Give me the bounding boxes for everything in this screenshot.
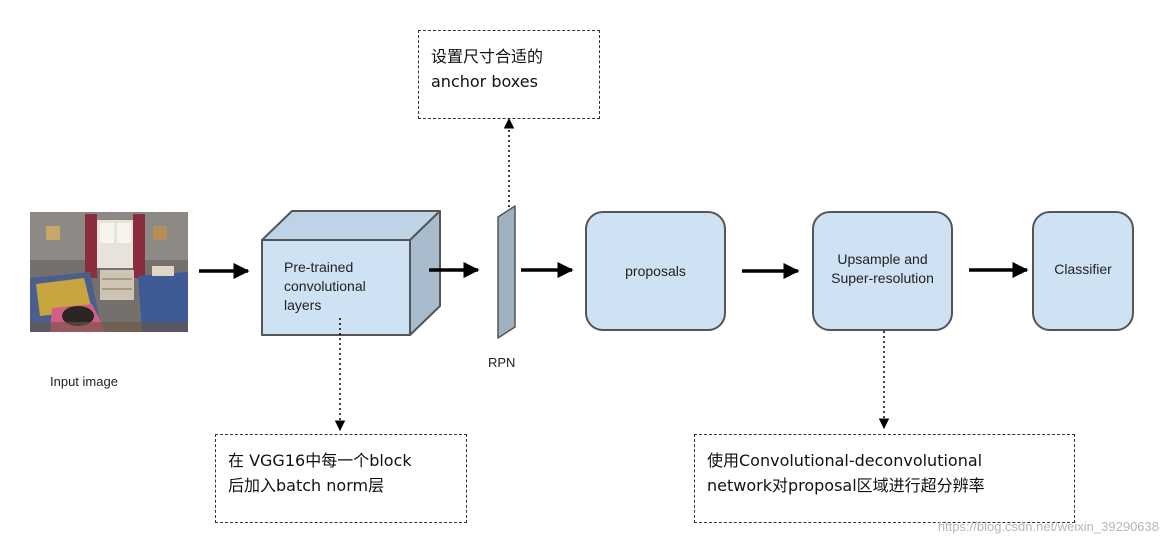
deconv-note-line1: 使用Convolutional-deconvolutional: [707, 451, 983, 470]
proposals-block: proposals: [585, 211, 726, 331]
classifier-block: Classifier: [1032, 211, 1134, 331]
deconv-note-line2: network对proposal区域进行超分辨率: [707, 476, 985, 495]
cnn-label-text: Pre-trained convolutional layers: [284, 259, 366, 313]
rpn-caption: RPN: [488, 355, 516, 370]
input-image-caption: Input image: [50, 374, 118, 389]
cnn-cube-front: [261, 239, 411, 336]
upsample-label: Upsample and Super-resolution: [831, 251, 934, 286]
input-image: [30, 212, 188, 332]
classifier-label: Classifier: [1054, 261, 1112, 277]
cnn-label: Pre-trained convolutional layers: [284, 258, 404, 315]
vgg-note-line1: 在 VGG16中每一个block: [228, 451, 412, 470]
anchor-note-line2: anchor boxes: [431, 72, 538, 91]
bedroom-photo-thumbnail: [30, 212, 188, 332]
anchor-boxes-note: 设置尺寸合适的 anchor boxes: [418, 30, 600, 119]
deconv-superres-note: 使用Convolutional-deconvolutional network对…: [694, 434, 1075, 523]
vgg-note-line2: 后加入batch norm层: [228, 476, 385, 495]
rpn-slab: [497, 205, 516, 339]
upsample-block: Upsample and Super-resolution: [812, 211, 953, 331]
vgg-batchnorm-note: 在 VGG16中每一个block 后加入batch norm层: [215, 434, 467, 523]
proposals-label: proposals: [625, 262, 686, 279]
anchor-note-line1: 设置尺寸合适的: [431, 47, 544, 66]
watermark-url: https://blog.csdn.net/weixin_39290638: [937, 519, 1159, 534]
cnn-cube: [261, 210, 441, 336]
